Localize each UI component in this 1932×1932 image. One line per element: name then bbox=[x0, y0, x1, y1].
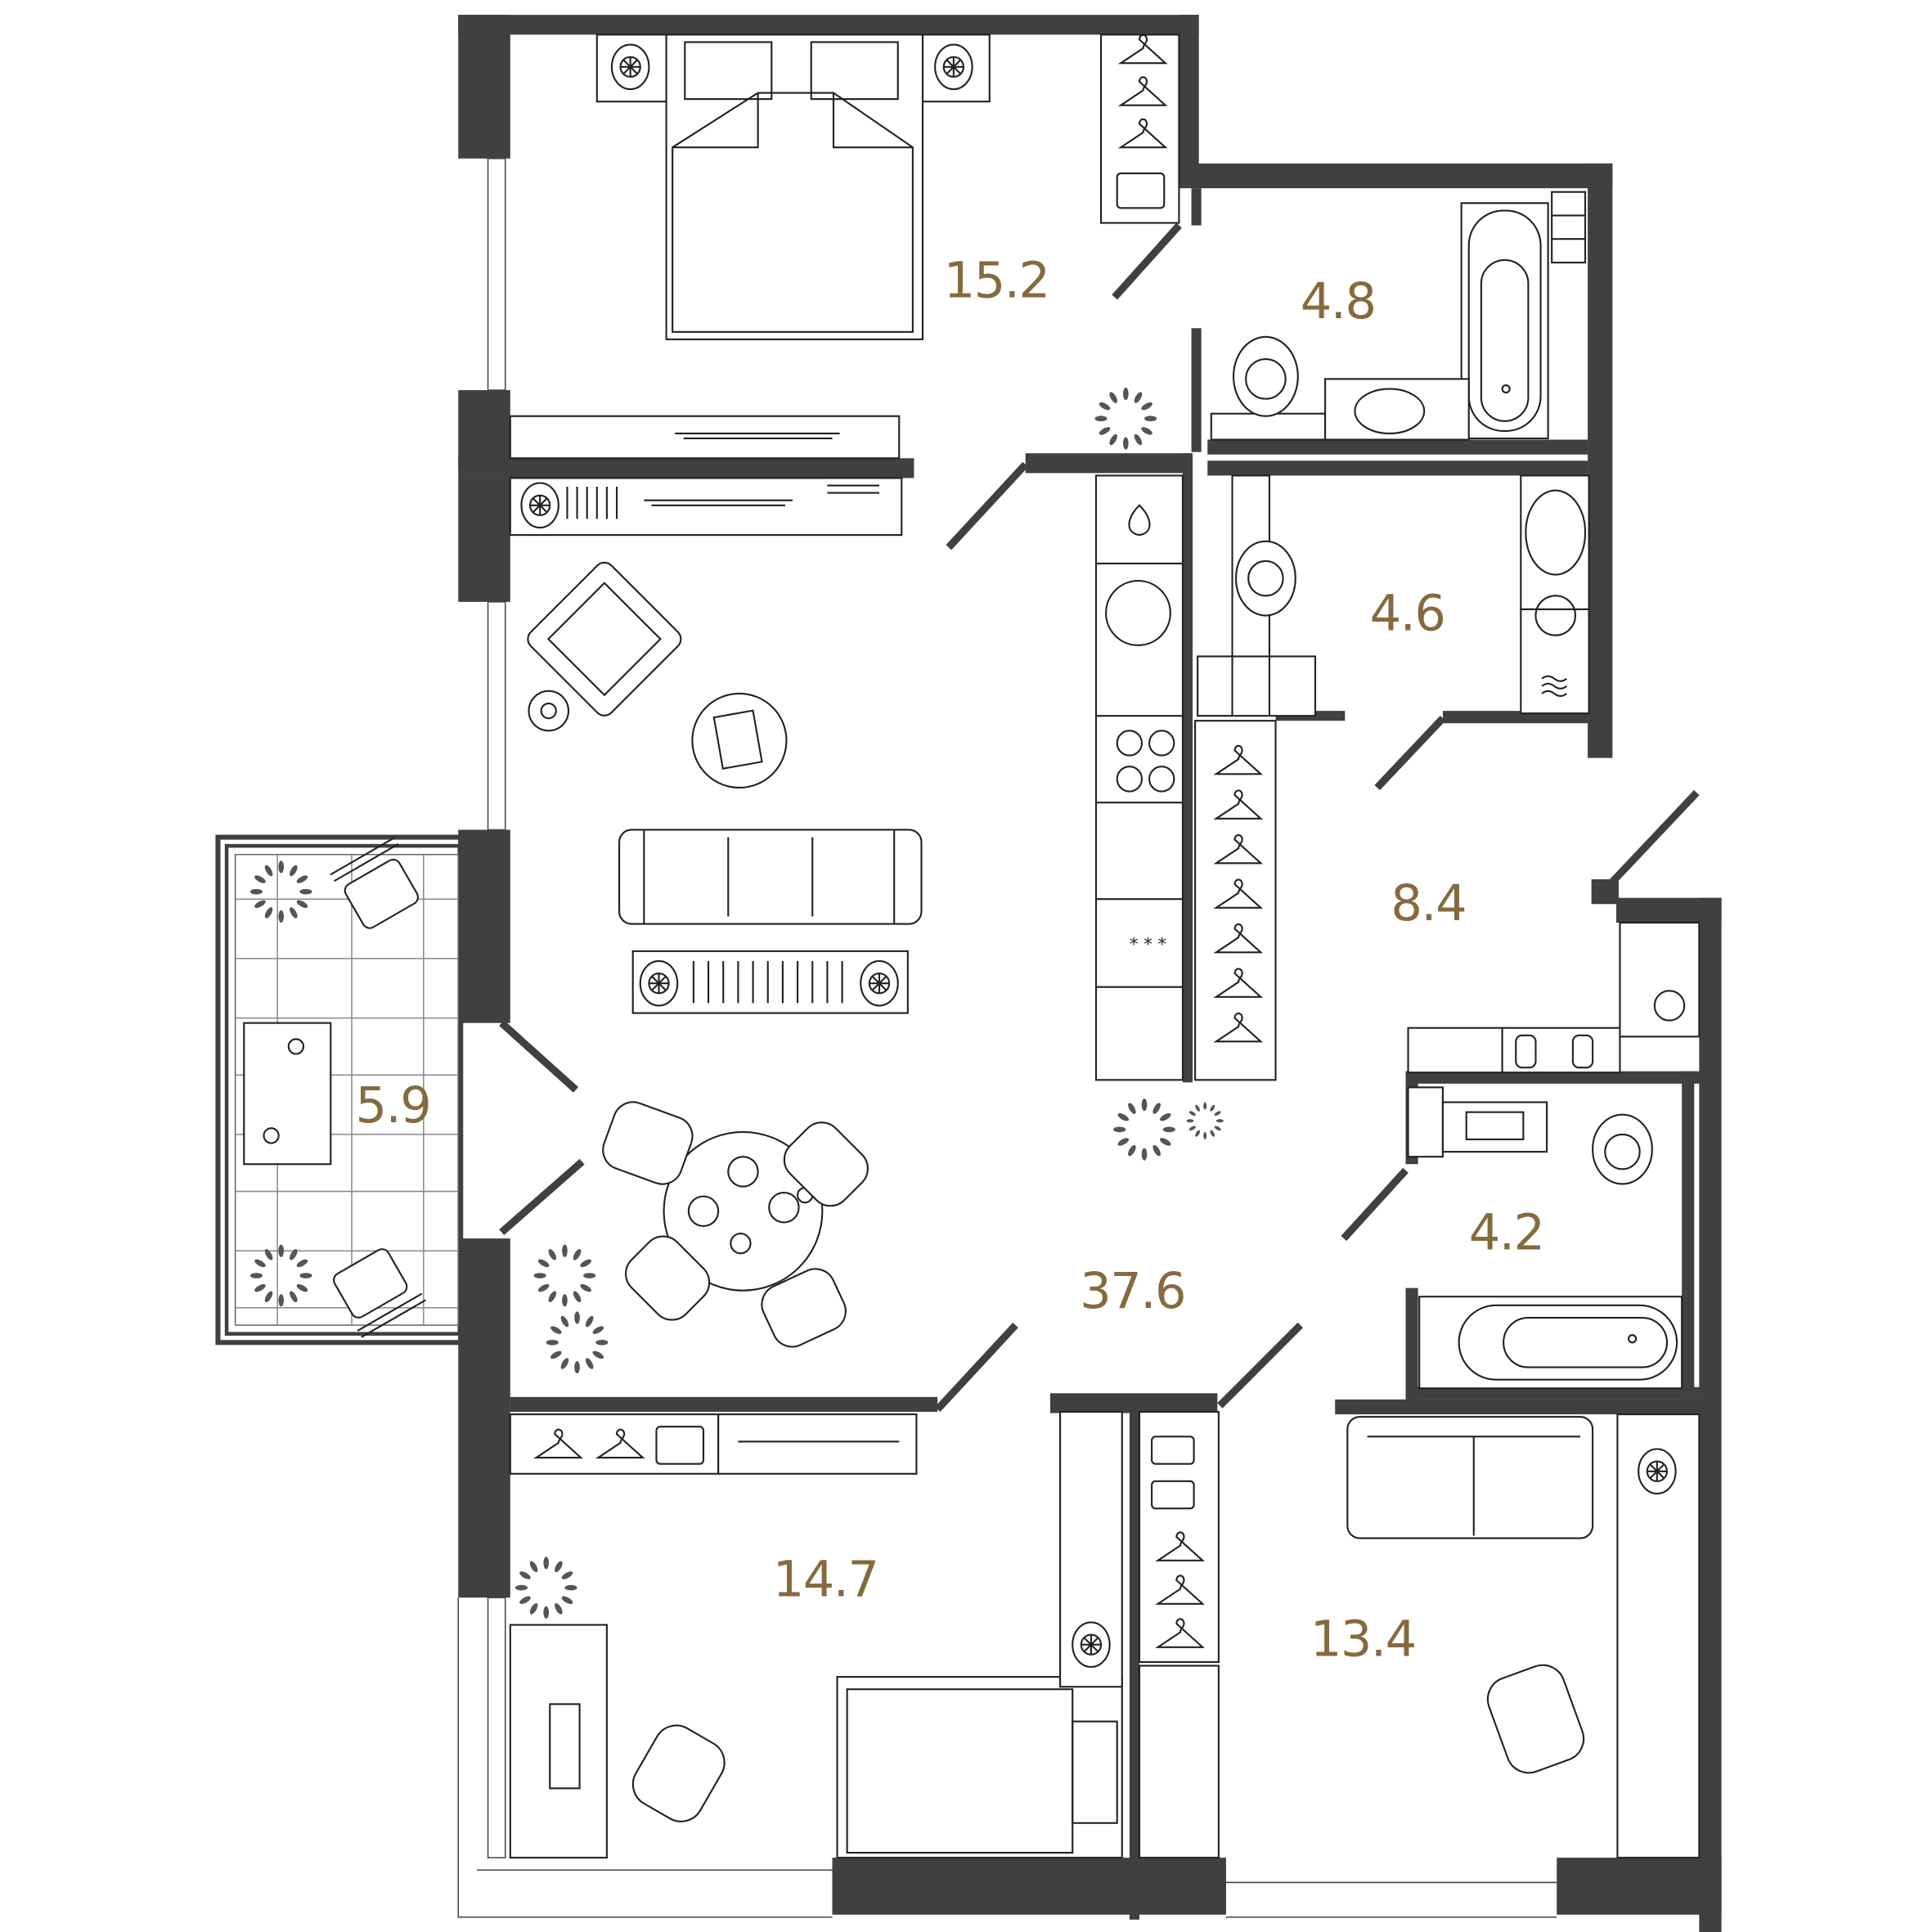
walls bbox=[458, 15, 1722, 1932]
doors bbox=[499, 222, 1700, 1413]
hallway-fixtures bbox=[1407, 921, 1701, 1074]
area-label-bathroom-1: 4.8 bbox=[1301, 273, 1376, 330]
bathroom-3-fixtures bbox=[1407, 1086, 1683, 1390]
area-labels: 15.2 4.8 4.6 8.4 5.9 37.6 4.2 14.7 13.4 bbox=[356, 252, 1545, 1668]
kitchen-fixtures: * * * bbox=[1094, 474, 1317, 1161]
svg-text:* * *: * * * bbox=[1130, 933, 1166, 954]
area-label-bedroom-2: 13.4 bbox=[1310, 1611, 1416, 1668]
balcony bbox=[215, 834, 464, 1346]
area-label-bathroom-3: 4.2 bbox=[1469, 1205, 1544, 1262]
bedroom-furniture bbox=[509, 34, 1180, 460]
area-label-study-room: 14.7 bbox=[773, 1552, 878, 1609]
bedroom-2-furniture bbox=[1138, 1411, 1701, 1859]
area-label-bathroom-2: 4.6 bbox=[1370, 586, 1445, 643]
area-label-balcony: 5.9 bbox=[356, 1077, 431, 1134]
bathroom-2-fixtures bbox=[1231, 474, 1590, 715]
living-furniture bbox=[509, 477, 923, 1374]
area-label-living-kitchen: 37.6 bbox=[1080, 1263, 1185, 1320]
bathroom-1-fixtures bbox=[1210, 191, 1587, 441]
area-label-hallway: 8.4 bbox=[1391, 875, 1466, 932]
study-furniture bbox=[509, 1411, 1123, 1859]
area-label-bedroom: 15.2 bbox=[944, 252, 1049, 309]
